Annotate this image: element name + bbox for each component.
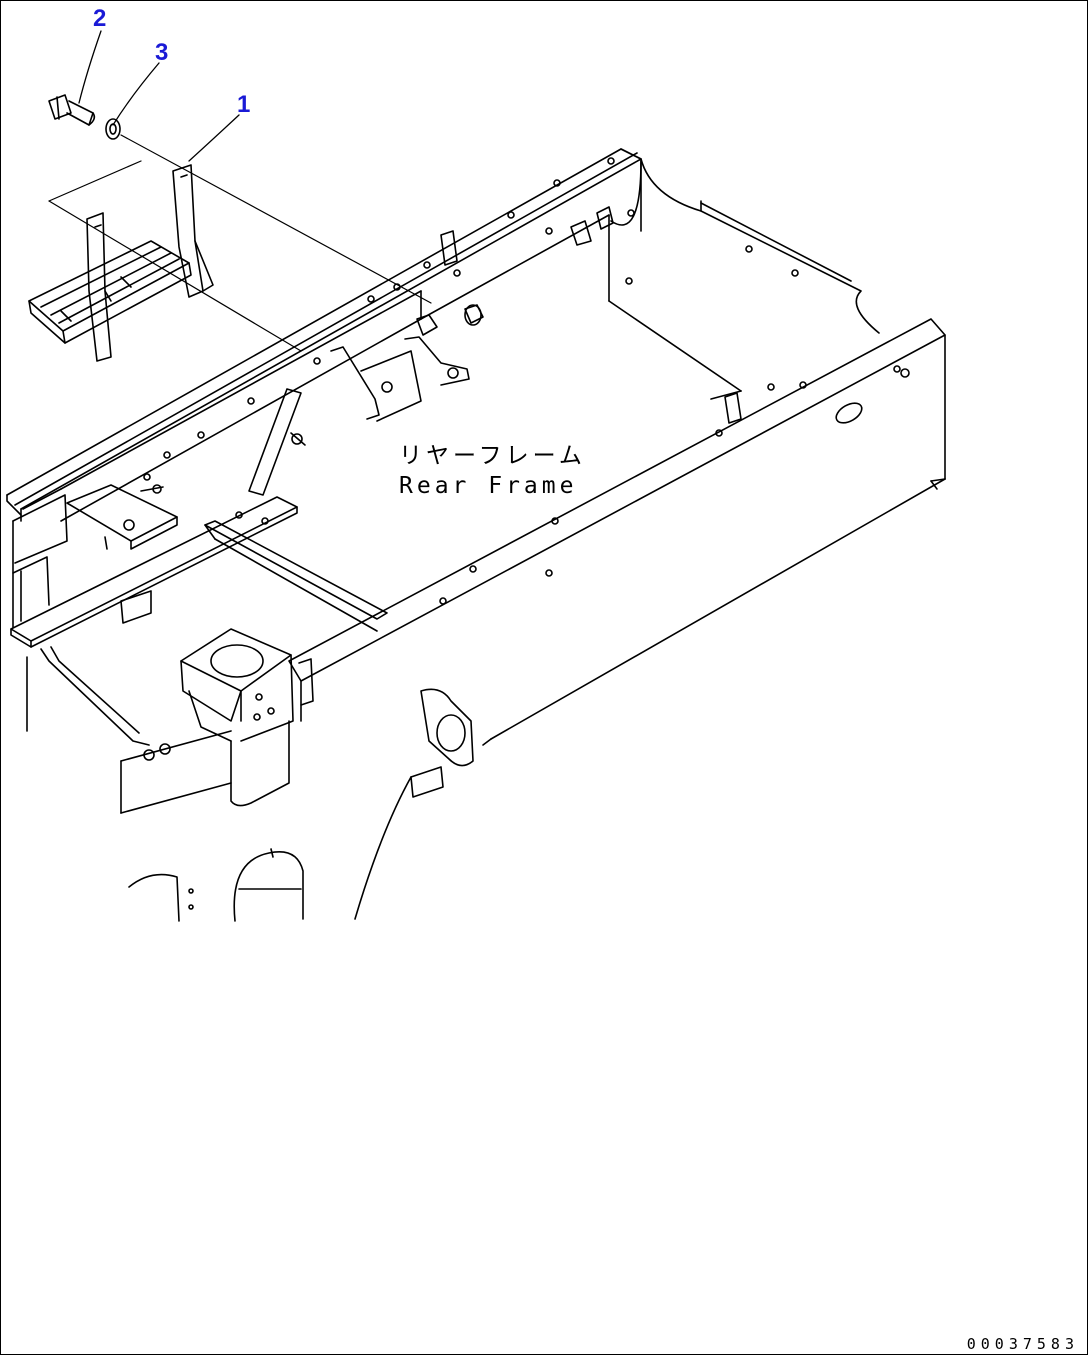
assembly-lines bbox=[48, 134, 432, 352]
frame-trunnion bbox=[180, 628, 314, 807]
frame-left-plates bbox=[12, 488, 68, 732]
frame-center-brackets bbox=[330, 206, 742, 424]
frame-near-rail bbox=[288, 318, 946, 740]
frame-lower-cutouts bbox=[128, 848, 304, 922]
frame-cross-members bbox=[10, 496, 388, 648]
callout-bolt: 2 bbox=[93, 5, 107, 32]
frame-label-japanese: リヤーフレーム bbox=[399, 443, 586, 469]
frame-mount-plate bbox=[66, 484, 178, 550]
frame-lower-bar bbox=[40, 590, 232, 814]
frame-holes bbox=[143, 157, 910, 605]
frame-label: リヤーフレーム Rear Frame bbox=[399, 441, 586, 501]
washer-part bbox=[105, 118, 121, 140]
frame-end-wall bbox=[608, 148, 880, 400]
callout-washer: 3 bbox=[155, 39, 169, 66]
callout-step: 1 bbox=[237, 91, 251, 118]
frame-far-rail bbox=[6, 148, 642, 522]
frame-label-english: Rear Frame bbox=[399, 473, 578, 499]
drawing-number: 00037583 bbox=[966, 1335, 1079, 1353]
step-part bbox=[28, 164, 214, 362]
frame-pivot bbox=[354, 688, 492, 920]
frame-brace bbox=[248, 388, 306, 496]
bolt-part bbox=[48, 94, 96, 126]
